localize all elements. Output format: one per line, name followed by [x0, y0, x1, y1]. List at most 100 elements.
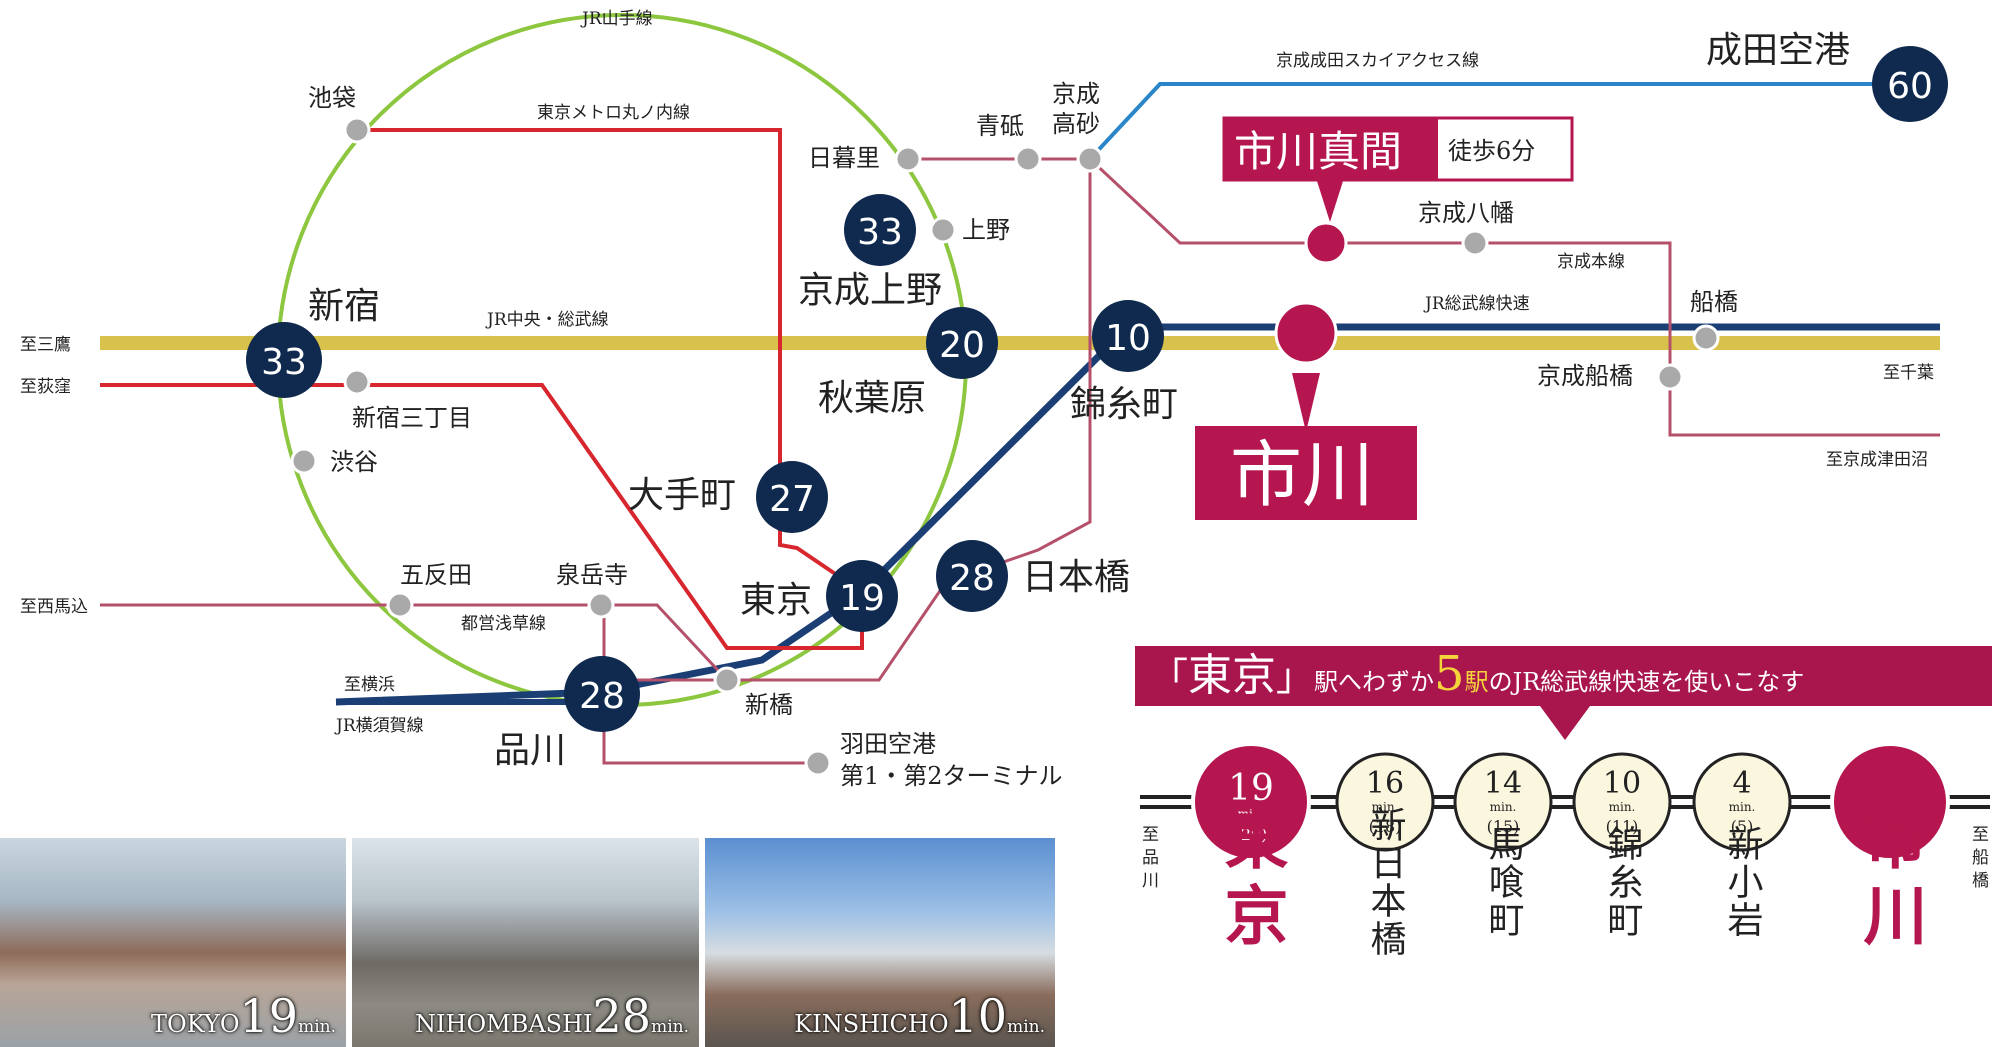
time-tokyo: 19	[839, 578, 885, 619]
name-shibuya: 渋谷	[330, 448, 378, 476]
route-track-inner	[1140, 799, 1990, 805]
badge-narita: 60	[1872, 46, 1948, 122]
name-tokyo: 東京	[740, 580, 812, 621]
walk-time: 徒歩6分	[1448, 137, 1535, 165]
station-dot-haneda	[804, 749, 832, 777]
station-dot-funabashi	[1692, 324, 1720, 352]
name-gotanda: 五反田	[400, 561, 472, 589]
label-yamanote: JR山手線	[580, 9, 653, 29]
photo-kinshicho-unit: min.	[1007, 1017, 1045, 1037]
ichikawa-mama-pointer	[1316, 178, 1344, 222]
name-akihabara: 秋葉原	[818, 378, 926, 419]
photo-tokyo-unit: min.	[298, 1017, 336, 1037]
badge-shinjuku: 33	[246, 322, 322, 398]
time-shinagawa: 28	[579, 676, 625, 717]
route-stop-min: min.	[1490, 800, 1517, 814]
name-otemachi: 大手町	[628, 475, 736, 516]
time-narita: 60	[1887, 66, 1933, 107]
photo-nihombashi-unit: min.	[651, 1017, 689, 1037]
banner-open: 「	[1150, 655, 1188, 699]
photo-kinshicho: KINSHICHO10min.	[705, 838, 1055, 1047]
station-dot-nippori	[894, 145, 922, 173]
station-dot-ichikawa	[1274, 301, 1338, 365]
sobu-rapid-line-west	[335, 324, 1131, 706]
route-stop-alt: (15)	[1487, 817, 1520, 836]
route-stop-name: 錦糸町	[1602, 825, 1644, 939]
route-stop-name: 馬喰町	[1483, 825, 1524, 939]
route-stop-alt: (5)	[1731, 817, 1754, 836]
name-yawata: 京成八幡	[1418, 199, 1514, 227]
banner-close: 」	[1276, 655, 1314, 699]
photo-tokyo-time: 19	[239, 989, 299, 1043]
name-shimbashi: 新橋	[745, 691, 793, 719]
label-skyaccess: 京成成田スカイアクセス線	[1276, 51, 1479, 71]
route-stop-circle	[1692, 752, 1792, 852]
route-stop-circle	[1830, 742, 1950, 862]
time-kinshicho: 10	[1105, 318, 1151, 359]
station-dot-keisei-funabashi	[1656, 363, 1684, 391]
station-dot-shibuya	[290, 447, 318, 475]
route-stop-circle	[1335, 752, 1435, 852]
station-dot-yawata	[1461, 229, 1489, 257]
route-stop-time: 14	[1484, 766, 1522, 801]
name-shinjuku: 新宿	[308, 286, 380, 327]
time-shinjuku: 33	[261, 342, 307, 383]
photo-kinshicho-name: KINSHICHO	[794, 1010, 949, 1038]
name-takasago-2: 高砂	[1052, 110, 1100, 138]
name-ichikawa-mama: 市川真間	[1234, 127, 1402, 176]
route-stop-min: min.	[1372, 800, 1399, 814]
name-haneda: 羽田空港	[840, 730, 936, 758]
name-shinjuku-sanchome: 新宿三丁目	[352, 404, 472, 432]
route-stop-min: min.	[1609, 800, 1636, 814]
photo-kinshicho-caption: KINSHICHO10min.	[794, 989, 1045, 1043]
label-yokosuka: JR横須賀線	[334, 716, 424, 736]
station-dot-gotanda	[386, 591, 414, 619]
route-stop-name: 新日本橋	[1365, 806, 1406, 958]
photo-tokyo: TOKYO19min.	[0, 838, 346, 1047]
label-sobu-rapid: JR総武線快速	[1423, 294, 1530, 314]
route-left-dir: 至品川	[1138, 825, 1159, 894]
name-sengakuji: 泉岳寺	[556, 561, 628, 589]
time-nihombashi: 28	[949, 558, 995, 599]
name-narita: 成田空港	[1706, 30, 1850, 71]
banner-unit: 駅	[1465, 668, 1489, 696]
asakusa-line	[100, 603, 729, 682]
ichikawa-label-box	[1195, 426, 1417, 520]
skyaccess-line	[1088, 82, 1880, 161]
route-stop-time: 19	[1228, 768, 1274, 809]
name-aoto: 青砥	[976, 112, 1024, 140]
route-stops: 19min.(20)東京16min.(18)新日本橋14min.(15)馬喰町1…	[1191, 742, 1950, 958]
dir-mitaka: 至三鷹	[20, 334, 71, 355]
name-funabashi: 船橋	[1690, 288, 1738, 316]
name-keisei-funabashi: 京成船橋	[1537, 362, 1633, 390]
route-stop-circle	[1453, 752, 1553, 852]
route-stop-time: 10	[1603, 766, 1641, 801]
badge-nihombashi: 28	[936, 540, 1008, 612]
name-takasago-1: 京成	[1052, 80, 1100, 108]
dir-yokohama: 至横浜	[344, 675, 395, 695]
name-kinshicho: 錦糸町	[1070, 384, 1178, 425]
station-dot-shimbashi	[713, 666, 741, 694]
dir-nishimagome: 至西馬込	[20, 597, 88, 617]
banner-station: 東京	[1188, 650, 1276, 701]
photo-nihombashi-time: 28	[592, 989, 652, 1043]
photo-nihombashi-caption: NIHOMBASHI28min.	[415, 989, 689, 1043]
route-stop-circle	[1191, 742, 1311, 862]
time-keisei-ueno: 33	[857, 212, 903, 253]
badge-tokyo: 19	[826, 560, 898, 632]
route-stop-alt: (18)	[1369, 817, 1402, 836]
station-dot-ueno	[929, 216, 957, 244]
route-stop-circle	[1572, 752, 1672, 852]
route-stop-name: 東京	[1214, 806, 1289, 958]
photo-nihombashi: NIHOMBASHI28min.	[352, 838, 699, 1047]
ichikawa-mama-label-fill	[1224, 118, 1438, 180]
route-stop-time: 16	[1366, 766, 1404, 801]
station-dot-shinjuku-sanchome	[343, 368, 371, 396]
ichikawa-pointer	[1292, 373, 1320, 432]
station-dot-takasago	[1076, 145, 1104, 173]
route-stop-name: 市川	[1853, 806, 1928, 958]
station-dot-aoto	[1014, 145, 1042, 173]
name-haneda-terminal: 第1・第2ターミナル	[840, 762, 1063, 790]
time-akihabara: 20	[939, 325, 985, 366]
